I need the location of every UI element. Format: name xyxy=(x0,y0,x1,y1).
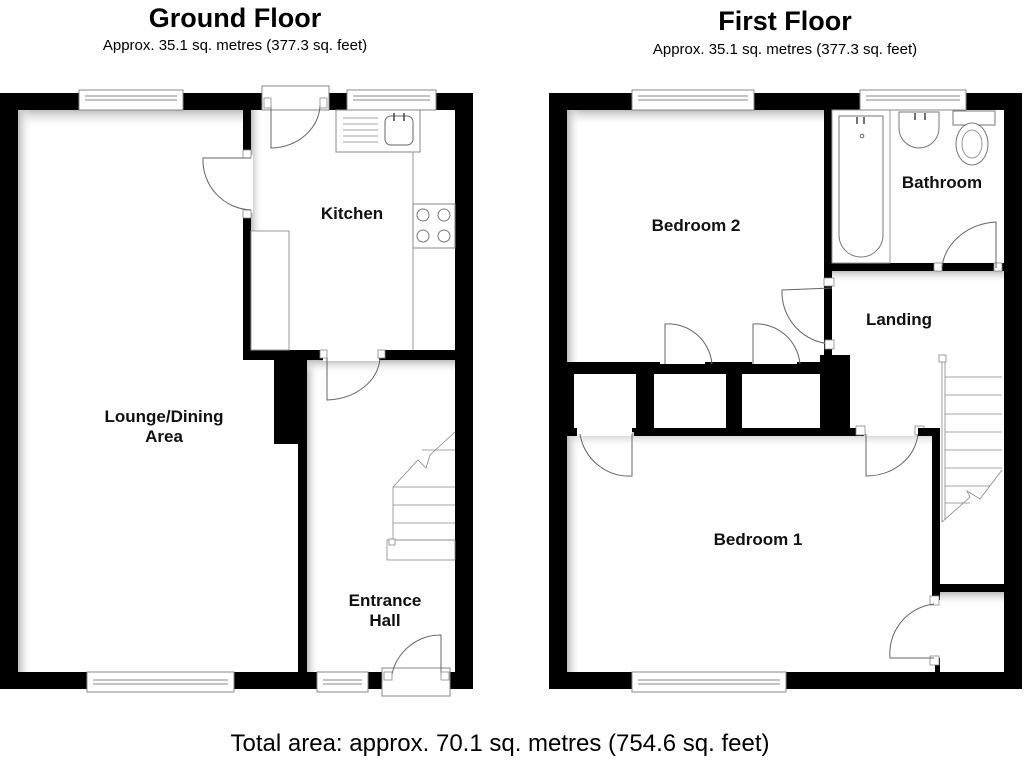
toilet-icon xyxy=(955,122,989,166)
first-floor-title: First Floor xyxy=(718,6,852,36)
total-area: Total area: approx. 70.1 sq. metres (754… xyxy=(230,730,770,757)
ground-staircase xyxy=(386,431,456,561)
room-label-lounge: Lounge/Dining xyxy=(105,407,224,426)
room-label-bedroom1: Bedroom 1 xyxy=(714,530,803,549)
bath-icon xyxy=(838,115,884,258)
room-label-entrance: Entrance xyxy=(349,591,422,610)
room-label-bathroom: Bathroom xyxy=(902,173,982,192)
room-label-landing: Landing xyxy=(866,310,932,329)
sink-icon xyxy=(384,115,414,146)
first-floor-area: Approx. 35.1 sq. metres (377.3 sq. feet) xyxy=(652,41,918,58)
ground-floor-plan: Kitchen Lounge/Dining Area Entrance Hall xyxy=(0,85,473,697)
basin-icon xyxy=(898,111,940,149)
bedroom2-floor xyxy=(567,110,824,362)
ground-floor-area: Approx. 35.1 sq. metres (377.3 sq. feet) xyxy=(102,37,368,54)
hall-floor xyxy=(307,360,455,672)
room-label-lounge-area: Area xyxy=(145,427,183,446)
first-staircase xyxy=(938,354,1003,523)
bedroom1-floor xyxy=(567,432,935,672)
room-label-hall: Hall xyxy=(369,611,400,630)
first-floor-plan: Bedroom 2 Bathroom Landing Bedroom 1 xyxy=(549,89,1022,693)
room-label-kitchen: Kitchen xyxy=(321,204,383,223)
ground-floor-title: Ground Floor xyxy=(148,3,322,33)
room-label-bedroom2: Bedroom 2 xyxy=(652,216,741,235)
